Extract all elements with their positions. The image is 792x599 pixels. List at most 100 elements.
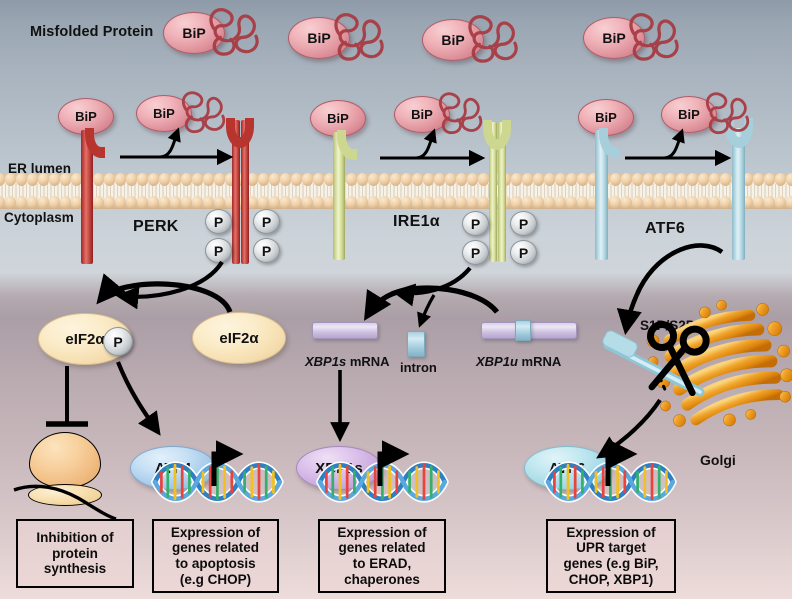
eif2a-dephosphorylation-arc <box>96 273 233 314</box>
s1p-s2p-label: S1P/S2P <box>640 318 695 333</box>
membrane-head <box>0 196 5 209</box>
membrane-head <box>555 196 566 209</box>
membrane-head <box>313 173 324 186</box>
ire1a-receptor-active-b <box>498 122 506 262</box>
membrane-head <box>181 173 192 186</box>
phosphate-icon: P <box>510 240 537 265</box>
membrane-head <box>214 196 225 209</box>
membrane-head <box>775 196 786 209</box>
xbp1s-transcription-factor: XBP1s <box>296 446 382 490</box>
membrane-head-row-bottom <box>0 196 792 209</box>
membrane-head <box>577 196 588 209</box>
bip-misfolded-3: BiP <box>422 19 484 61</box>
membrane-head <box>379 196 390 209</box>
membrane-head <box>621 173 632 186</box>
membrane-head <box>93 196 104 209</box>
cleavage-marks <box>658 376 668 394</box>
membrane-head <box>38 196 49 209</box>
membrane-head <box>181 196 192 209</box>
box-upr-targets: Expression of UPR target genes (e.g BiP,… <box>546 519 676 593</box>
membrane-head <box>104 196 115 209</box>
membrane-head <box>368 173 379 186</box>
perk-label: PERK <box>133 218 179 235</box>
membrane-head <box>511 173 522 186</box>
membrane-head <box>621 196 632 209</box>
bip-misfolded-2: BiP <box>288 17 350 59</box>
ire1a-stem-bar-inactive <box>333 132 345 260</box>
eif2a-phosphate-icon: P <box>103 327 133 356</box>
membrane-head <box>643 173 654 186</box>
ribosome-small-subunit <box>28 484 102 506</box>
perk-phosphate-group: P P P P <box>205 209 280 265</box>
membrane-head <box>390 173 401 186</box>
membrane-head <box>676 196 687 209</box>
membrane-head <box>544 196 555 209</box>
ribosome-large-subunit <box>29 432 101 488</box>
ire1a-receptor-inactive <box>333 132 345 260</box>
membrane-head <box>566 173 577 186</box>
atf6-stem-bar-inactive <box>595 130 608 260</box>
perk-receptor-active-a <box>232 120 240 264</box>
membrane-head <box>346 173 357 186</box>
membrane-head <box>687 173 698 186</box>
box-apoptosis-text: Expression of genes related to apoptosis… <box>170 524 261 587</box>
golgi-label: Golgi <box>700 452 736 468</box>
membrane-head <box>280 196 291 209</box>
membrane-head <box>203 196 214 209</box>
perk-to-eif2a-arrow <box>115 260 224 310</box>
membrane-head <box>302 196 313 209</box>
membrane-head <box>753 196 764 209</box>
membrane-head <box>709 173 720 186</box>
membrane-head <box>753 173 764 186</box>
membrane-head <box>368 196 379 209</box>
membrane-head <box>445 196 456 209</box>
membrane-head <box>137 196 148 209</box>
membrane-head <box>434 196 445 209</box>
translation-inhibition-connector <box>46 366 88 427</box>
membrane-head <box>27 173 38 186</box>
misfolded-protein-label: Misfolded Protein <box>30 24 154 40</box>
atf6-fragment-to-nucleus-arrow <box>596 398 662 459</box>
membrane-head <box>38 173 49 186</box>
atf6-cleaved-fragment <box>602 330 705 397</box>
membrane-head <box>126 196 137 209</box>
membrane-head <box>687 196 698 209</box>
membrane-head <box>104 173 115 186</box>
membrane-head <box>5 173 16 186</box>
phosphate-icon: P <box>205 209 232 234</box>
membrane-head <box>588 196 599 209</box>
membrane-head <box>225 173 236 186</box>
membrane-head <box>434 173 445 186</box>
perk-stem-bar-active-b <box>241 120 249 264</box>
membrane-head <box>269 196 280 209</box>
membrane-head <box>566 196 577 209</box>
membrane-head <box>203 173 214 186</box>
box-erad-text: Expression of genes related to ERAD, cha… <box>337 524 427 587</box>
phosphate-icon: P <box>462 211 489 236</box>
membrane-head <box>445 173 456 186</box>
membrane-head <box>115 196 126 209</box>
membrane-head <box>742 173 753 186</box>
membrane-head <box>522 173 533 186</box>
er-lumen-label: ER lumen <box>8 161 72 176</box>
membrane-head <box>49 196 60 209</box>
membrane-head <box>632 196 643 209</box>
membrane-head <box>280 173 291 186</box>
membrane-head <box>720 173 731 186</box>
membrane-head <box>478 196 489 209</box>
membrane-head <box>456 196 467 209</box>
membrane-head <box>665 173 676 186</box>
membrane-head <box>786 173 792 186</box>
atf6-label: ATF6 <box>645 220 686 237</box>
xbp1s-mrna-label: XBP1s mRNA <box>305 354 390 369</box>
ire1a-phosphate-group: P P P P <box>462 211 537 267</box>
phosphate-icon: P <box>205 238 232 263</box>
membrane-head <box>764 173 775 186</box>
bip-misfolded-4: BiP <box>583 17 645 59</box>
phosphate-icon: P <box>253 209 280 234</box>
phosphate-icon: P <box>462 240 489 265</box>
atf6-luminal-domain-active <box>725 118 753 148</box>
bip-atf6-released: BiP <box>661 96 717 133</box>
membrane-head <box>192 173 203 186</box>
eif2a-to-atf4-arrow <box>116 361 161 436</box>
